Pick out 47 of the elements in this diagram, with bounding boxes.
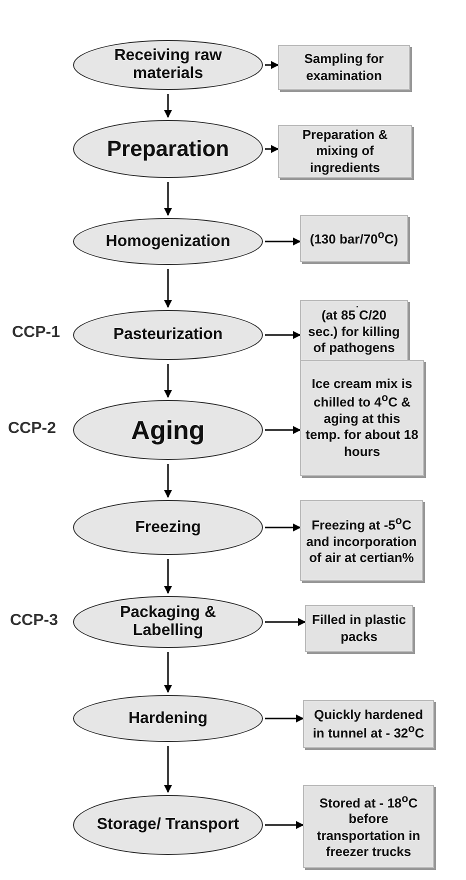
arrow bbox=[164, 559, 172, 594]
arrow bbox=[265, 61, 279, 69]
arrow bbox=[164, 269, 172, 308]
step-text: Homogenization bbox=[106, 232, 230, 250]
arrow bbox=[265, 426, 301, 434]
arrow bbox=[164, 464, 172, 498]
step-text: Stored at - 18$^{o}$C before transportation in freezer trucks bbox=[316, 792, 422, 860]
ccp-label: CCP-3 bbox=[10, 612, 58, 630]
step-text: (130 bar/70$^{o}$C) bbox=[310, 229, 398, 248]
arrow bbox=[164, 652, 172, 693]
step-text: Packaging & Labelling bbox=[118, 604, 218, 640]
ccp-label: CCP-1 bbox=[12, 324, 60, 342]
step-text: Receiving raw materials bbox=[113, 47, 223, 83]
arrow bbox=[164, 182, 172, 216]
step-text: Quickly hardened in tunnel at - 32$^{o}$C bbox=[312, 706, 426, 742]
note-box bbox=[300, 215, 408, 262]
step-text: Hardening bbox=[128, 710, 208, 728]
note-box bbox=[278, 125, 412, 178]
arrow bbox=[164, 364, 172, 398]
step-text: Preparation bbox=[106, 136, 230, 162]
note-box bbox=[300, 300, 408, 362]
note-box bbox=[303, 700, 434, 748]
ccp-label: CCP-2 bbox=[8, 420, 56, 438]
note-box bbox=[278, 45, 410, 90]
note-box bbox=[300, 500, 423, 581]
step-text: Pasteurization bbox=[113, 326, 223, 344]
arrow bbox=[265, 145, 279, 153]
step-text: Filled in plastic packs bbox=[311, 612, 407, 645]
step-text: Preparation & mixing of ingredients bbox=[301, 127, 389, 176]
arrow bbox=[265, 238, 301, 246]
step-text: Ice cream mix is chilled to 4$^{o}$C & aging at this temp. for about 18 hours bbox=[305, 376, 419, 460]
note-box bbox=[303, 785, 434, 868]
arrow bbox=[265, 524, 301, 532]
step-text: Storage/ Transport bbox=[96, 816, 240, 834]
arrow bbox=[265, 821, 304, 829]
arrow bbox=[164, 746, 172, 793]
step-text: Aging bbox=[131, 416, 205, 444]
step-text: Sampling for examination bbox=[303, 51, 385, 84]
step-text: (at 85$^{˙}$C/20 sec.) for killing of pathogens bbox=[307, 305, 401, 357]
arrow bbox=[164, 94, 172, 118]
step-text: Freezing bbox=[135, 518, 201, 536]
note-box bbox=[305, 605, 413, 652]
step-text: Freezing at -5$^{o}$C and incorporation of air at certian% bbox=[305, 514, 418, 566]
arrow bbox=[265, 331, 301, 339]
arrow bbox=[265, 714, 304, 722]
arrow bbox=[265, 618, 306, 626]
note-box bbox=[300, 360, 424, 476]
